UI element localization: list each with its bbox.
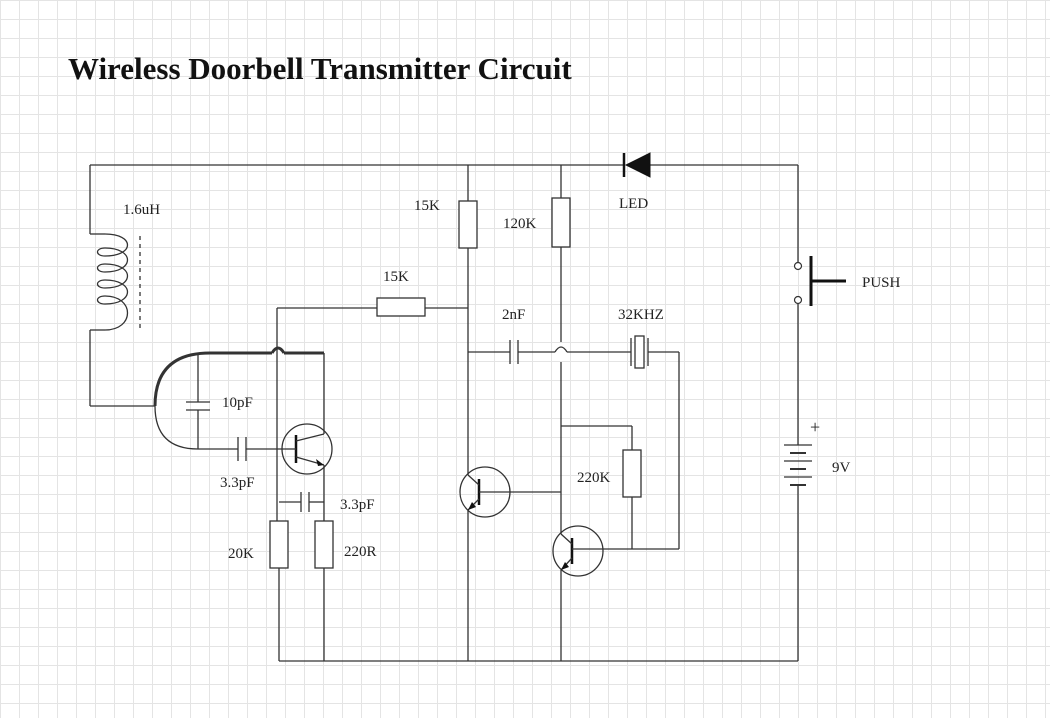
push-switch bbox=[793, 256, 846, 306]
resistor-220r bbox=[314, 520, 334, 569]
label-led: LED bbox=[619, 196, 648, 212]
label-120k: 120K bbox=[503, 216, 537, 232]
wires bbox=[89, 164, 799, 662]
label-220r: 220R bbox=[344, 544, 377, 560]
transistor-q3 bbox=[552, 525, 604, 577]
capacitor-3-3pf-left bbox=[237, 437, 247, 461]
label-3-3pf-mid: 3.3pF bbox=[340, 497, 375, 513]
capacitor-3-3pf-mid bbox=[300, 492, 310, 512]
label-battery-plus: + bbox=[810, 417, 820, 437]
resistor-220k bbox=[622, 449, 642, 498]
capacitor-10pf bbox=[186, 401, 210, 411]
label-220k: 220K bbox=[577, 470, 611, 486]
inductor-1-6uh bbox=[90, 233, 141, 331]
resistor-20k bbox=[269, 520, 289, 569]
crystal-32khz bbox=[630, 335, 649, 369]
label-15k-mid: 15K bbox=[383, 269, 409, 285]
resistor-120k bbox=[551, 197, 571, 248]
transistor-q1 bbox=[281, 423, 333, 475]
label-1-6uh: 1.6uH bbox=[123, 202, 160, 218]
diagram-title: Wireless Doorbell Transmitter Circuit bbox=[68, 51, 572, 86]
label-20k: 20K bbox=[228, 546, 254, 562]
label-32khz: 32KHZ bbox=[618, 307, 664, 323]
label-15k-top: 15K bbox=[414, 198, 440, 214]
label-9v: 9V bbox=[832, 460, 851, 476]
label-push: PUSH bbox=[862, 275, 901, 291]
capacitor-2nf bbox=[509, 340, 519, 364]
led-diode bbox=[622, 152, 651, 178]
transistor-q2 bbox=[459, 466, 511, 518]
label-2nf: 2nF bbox=[502, 307, 525, 323]
resistor-15k-mid bbox=[376, 297, 426, 317]
battery-9v bbox=[784, 444, 812, 493]
label-3-3pf-left: 3.3pF bbox=[220, 475, 255, 491]
resistor-15k-top bbox=[458, 200, 478, 249]
label-10pf: 10pF bbox=[222, 395, 253, 411]
